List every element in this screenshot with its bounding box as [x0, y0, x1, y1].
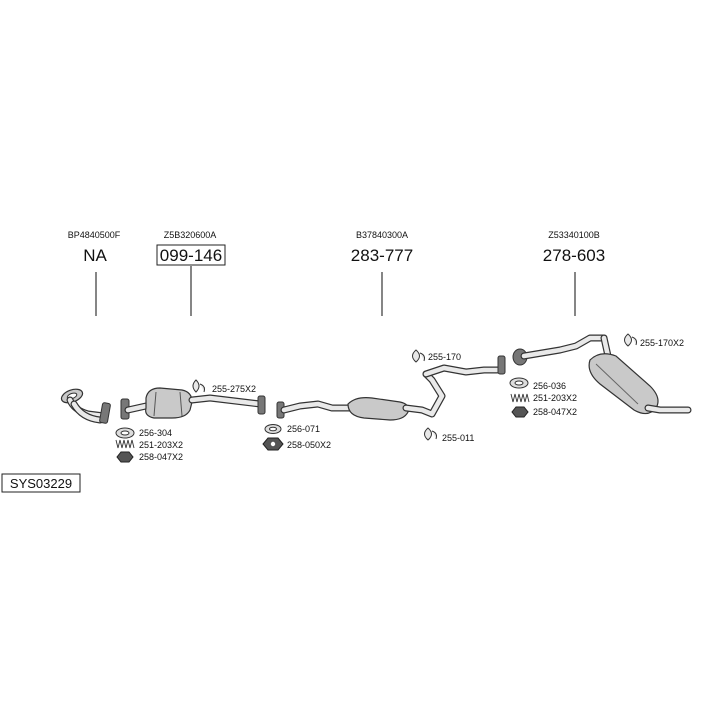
front-pipe-drawing [60, 388, 111, 424]
fitting-label: 256-304 [139, 428, 172, 438]
part-number: NA [83, 246, 107, 265]
nut-icon [116, 451, 134, 463]
fitting-251-203X2[interactable]: 251-203X2 [115, 439, 183, 450]
oe-number: B37840300A [356, 230, 408, 240]
fitting-label: 251-203X2 [533, 393, 577, 403]
part-number-box [156, 244, 226, 266]
fitting-258-047X2-rear[interactable]: 258-047X2 [511, 406, 577, 418]
hanger-icon [424, 427, 437, 441]
catalytic-converter-drawing [120, 387, 266, 420]
fitting-255-170[interactable]: 255-170 [412, 349, 462, 363]
fitting-255-275X2[interactable]: 255-275X2 [192, 379, 256, 394]
part-number: 278-603 [543, 246, 605, 265]
section-catalytic-converter[interactable]: Z5B320600A 099-146 [156, 230, 226, 316]
fitting-label: 255-275X2 [212, 384, 256, 394]
fitting-label: 255-170 [428, 352, 461, 362]
fitting-label: 256-071 [287, 424, 320, 434]
fitting-label: 251-203X2 [139, 440, 183, 450]
fitting-258-050X2[interactable]: 258-050X2 [262, 437, 331, 451]
section-rear-silencer[interactable]: Z53340100B 278-603 [543, 230, 605, 316]
section-middle-silencer[interactable]: B37840300A 283-777 [351, 230, 413, 316]
system-code: SYS03229 [1, 473, 81, 493]
fitting-255-170X2[interactable]: 255-170X2 [624, 333, 685, 348]
spring-icon [510, 393, 530, 403]
fitting-label: 255-011 [442, 433, 474, 443]
fitting-label: 255-170X2 [640, 338, 684, 348]
part-number: 283-777 [351, 246, 413, 265]
system-code-box [1, 473, 81, 493]
hanger-icon [192, 379, 205, 393]
nut-icon [511, 406, 529, 418]
spring-icon [115, 439, 135, 449]
fitting-label: 258-047X2 [533, 407, 577, 417]
oe-number: Z5B320600A [164, 230, 217, 240]
rear-silencer-drawing [512, 334, 692, 415]
fitting-258-047X2[interactable]: 258-047X2 [116, 451, 183, 463]
fitting-256-071[interactable]: 256-071 [264, 424, 320, 434]
fitting-255-011[interactable]: 255-011 [424, 427, 475, 443]
hanger-icon [412, 349, 425, 363]
fitting-label: 258-047X2 [139, 452, 183, 462]
fitting-label: 256-036 [533, 381, 566, 391]
section-front-pipe[interactable]: BP4840500F NA [68, 230, 121, 316]
fitting-256-304[interactable]: 256-304 [115, 427, 172, 439]
hanger-icon [624, 333, 637, 347]
oe-number: Z53340100B [548, 230, 600, 240]
oe-number: BP4840500F [68, 230, 121, 240]
fitting-label: 258-050X2 [287, 440, 331, 450]
fitting-251-203X2-rear[interactable]: 251-203X2 [510, 393, 577, 403]
fitting-256-036[interactable]: 256-036 [509, 377, 566, 391]
middle-silencer-drawing [276, 355, 506, 421]
system-code-label: SYS03229 [10, 476, 72, 491]
part-number: 099-146 [160, 246, 222, 265]
